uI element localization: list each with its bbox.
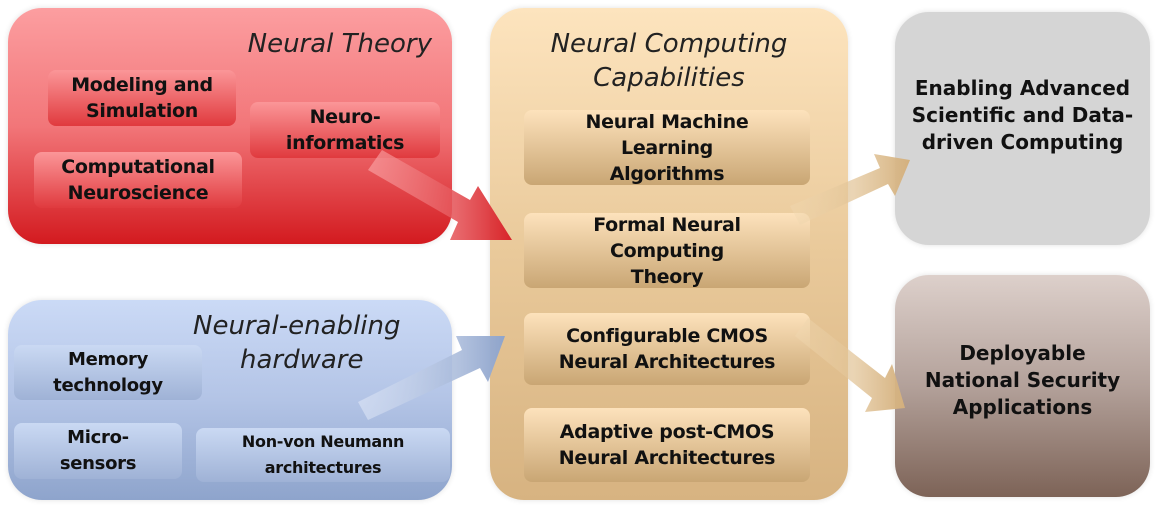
capabilities-title-line2: Capabilities xyxy=(593,63,745,93)
ml-algorithms-box: Neural Machine Learning Algorithms xyxy=(524,110,810,185)
neural-theory-title: Neural Theory xyxy=(247,29,432,59)
hardware-title-line1: Neural-enabling xyxy=(193,311,401,341)
national-security-box xyxy=(895,275,1150,497)
cmos-architectures-box: Configurable CMOS Neural Architectures xyxy=(524,313,810,385)
micro-sensors-box: Micro-sensors xyxy=(14,423,182,479)
scientific-computing-box xyxy=(895,12,1150,245)
capabilities-group: Neural Computing Capabilities Neural Mac… xyxy=(490,8,848,500)
capabilities-to-security-arrow xyxy=(795,318,905,412)
hardware-title-line2: hardware xyxy=(240,345,364,375)
neural-theory-group: Neural Theory Modeling and Simulation Co… xyxy=(8,8,452,244)
post-cmos-architectures-box: Adaptive post-CMOS Neural Architectures xyxy=(524,408,810,482)
scientific-computing-label: Enabling Advanced Scientific and Data-dr… xyxy=(911,75,1134,154)
formal-theory-box: Formal Neural Computing Theory xyxy=(524,213,810,288)
neuroinformatics-box: Neuro-informatics xyxy=(250,102,440,158)
theory-to-capabilities-arrow xyxy=(368,150,512,240)
capabilities-to-scientific-arrow xyxy=(790,154,910,225)
modeling-simulation-box: Modeling and Simulation xyxy=(48,70,236,126)
memory-technology-box: Memory technology xyxy=(14,345,202,400)
non-von-neumann-box: Non-von Neumann architectures xyxy=(196,428,450,482)
national-security-label: Deployable National Security Application… xyxy=(924,340,1121,419)
hardware-to-capabilities-arrow xyxy=(358,336,505,420)
capabilities-title-line1: Neural Computing xyxy=(550,29,788,59)
computational-neuroscience-box: Computational Neuroscience xyxy=(34,152,242,208)
